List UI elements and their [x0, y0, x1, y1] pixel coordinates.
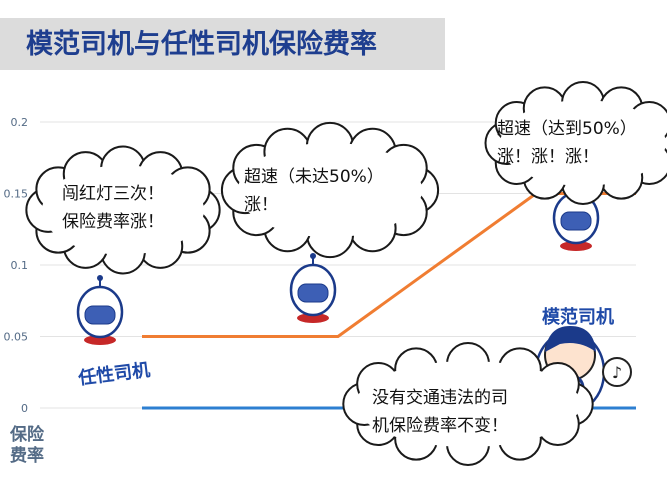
robot-visor — [84, 305, 116, 325]
driver-hair — [545, 326, 596, 352]
cloud-bubble-speeding-under-50 — [220, 121, 440, 259]
bubble-text-no-violation: 没有交通违法的司 机保险费率不变！ — [372, 388, 508, 436]
robot-base — [297, 313, 329, 323]
cloud-body — [238, 142, 422, 238]
music-bubble — [602, 357, 632, 387]
legend-label-model-driver: 模范司机 — [542, 307, 614, 328]
cloud-bubble-speeding-over-50 — [484, 81, 667, 205]
title-bar — [0, 18, 445, 70]
mascot-robot-middle — [289, 253, 337, 323]
y-tick-label: 0.15 — [4, 188, 29, 201]
bubble-text-red-light: 闯红灯三次！ 保险费率涨！ — [62, 184, 164, 232]
mascot-robot-right — [552, 181, 600, 251]
bubble-text-speeding-under-50: 超速（未达50%） 涨！ — [244, 167, 384, 215]
music-note-icon: ♪ — [612, 363, 622, 382]
robot-visor — [297, 283, 329, 303]
y-axis-label: 保险费率 — [10, 425, 44, 466]
robot-base — [560, 241, 592, 251]
cloud-body — [355, 361, 581, 447]
robot-visor — [560, 211, 592, 231]
robot-antenna-tip — [310, 253, 316, 259]
mascot-robot-left — [76, 275, 124, 345]
y-tick-label: 0.1 — [11, 259, 29, 272]
robot-base — [84, 335, 116, 345]
cloud-body — [42, 165, 204, 255]
cloud-body — [500, 100, 666, 186]
cloud-bubble-red-light — [25, 145, 221, 275]
robot-antenna-tip — [97, 275, 103, 281]
page-title: 模范司机与任性司机保险费率 — [26, 29, 377, 60]
y-tick-label: 0 — [21, 402, 28, 415]
bubble-text-speeding-over-50: 超速（达到50%） 涨！涨！涨！ — [497, 119, 637, 167]
y-tick-label: 0.2 — [11, 116, 29, 129]
cloud-bubble-no-violation — [342, 342, 594, 466]
y-tick-label: 0.05 — [4, 331, 29, 344]
